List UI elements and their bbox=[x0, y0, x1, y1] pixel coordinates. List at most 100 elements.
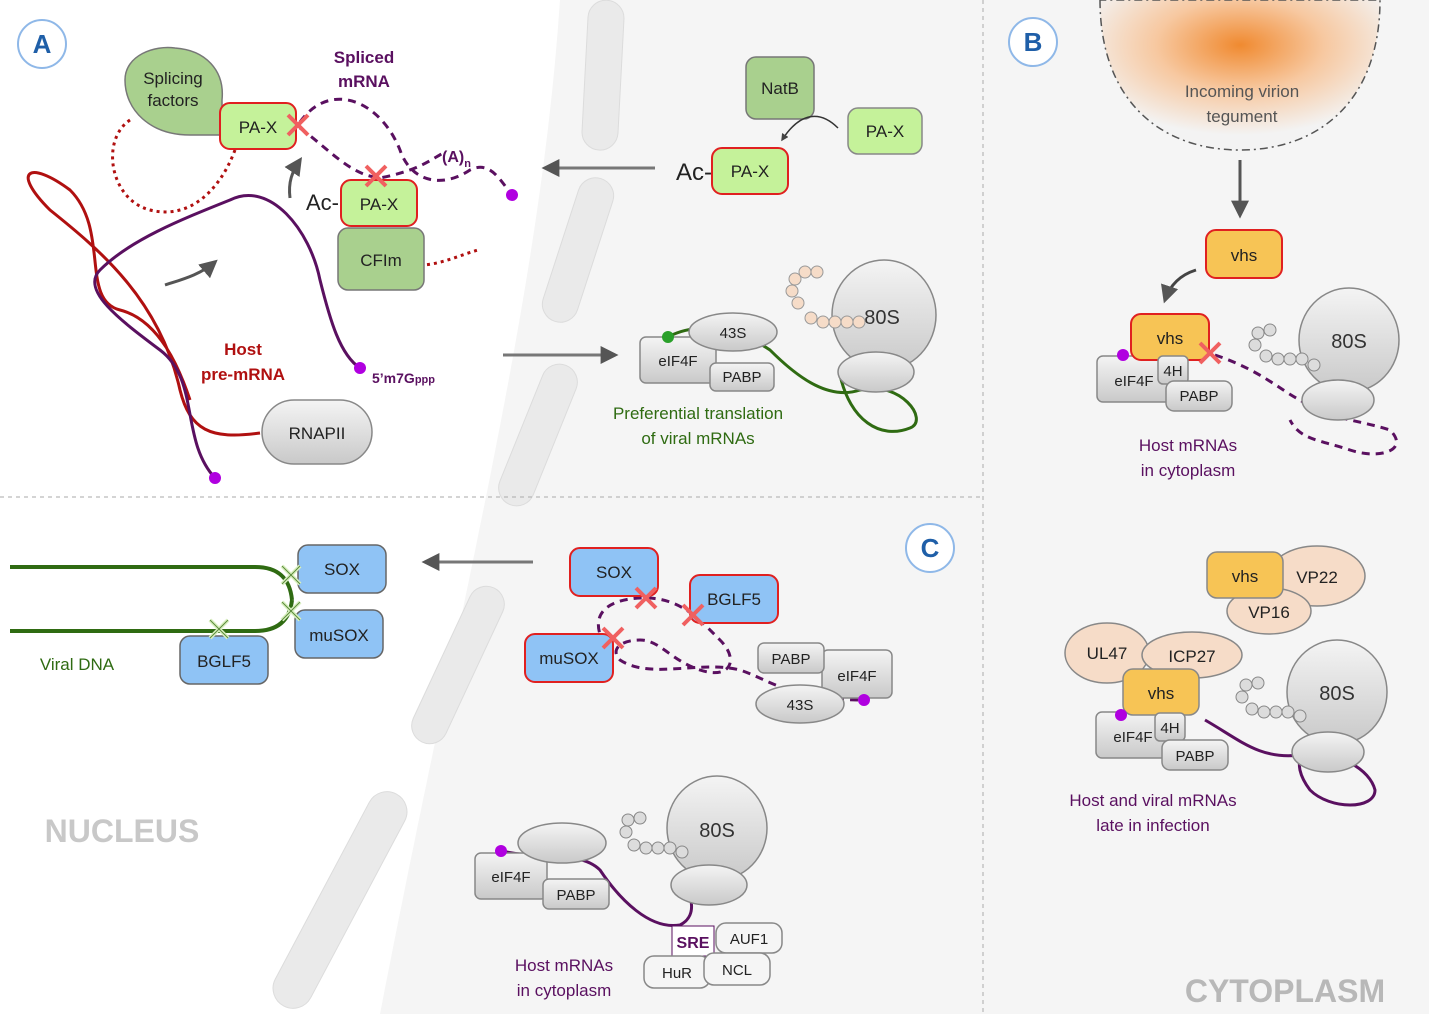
cap-dot-e bbox=[495, 845, 507, 857]
cleavage-x-icon-b bbox=[1198, 341, 1222, 365]
elf4f-label-e: eIF4F bbox=[491, 869, 530, 886]
panel-a-label: A bbox=[33, 29, 52, 59]
host-pre-mrna-red bbox=[26, 171, 261, 437]
ribosome-80s-a-label: 80S bbox=[864, 307, 900, 329]
cleavage-x-icon-2 bbox=[364, 164, 388, 188]
panel-c-badge: C bbox=[905, 523, 955, 573]
sre-box bbox=[671, 925, 715, 957]
cap-dot-green bbox=[662, 331, 674, 343]
cleavage-x-icons-c bbox=[601, 586, 705, 650]
musox-box-cyto bbox=[524, 633, 614, 683]
vhs-label-vp16: vhs bbox=[1232, 567, 1258, 586]
acetyl-label: Ac- bbox=[306, 190, 339, 215]
h4-label-b: 4H bbox=[1163, 363, 1182, 380]
acetyl-label-free: Ac- bbox=[676, 159, 712, 186]
host-pre-mrna-purple bbox=[93, 193, 361, 480]
late-infection-label-1: Host and viral mRNAs bbox=[1069, 791, 1236, 810]
elf4f-label-a: eIF4F bbox=[658, 353, 697, 370]
natb-box bbox=[745, 56, 815, 120]
cfim-box bbox=[337, 227, 425, 291]
rnapii-box bbox=[261, 399, 373, 465]
vhs-box-free bbox=[1205, 229, 1283, 279]
ncl-label: NCL bbox=[722, 962, 752, 979]
cap-label: 5’m7Gppp bbox=[372, 370, 435, 386]
pax-label-free: PA-X bbox=[866, 122, 904, 141]
host-mrna-b-dashed bbox=[1214, 353, 1398, 456]
vhs-label-free: vhs bbox=[1231, 246, 1257, 265]
pabp-box-e bbox=[542, 878, 610, 910]
s43-label-d: 43S bbox=[787, 697, 814, 714]
splice-loop-red-dotted bbox=[111, 118, 237, 214]
s43-label-a: 43S bbox=[720, 325, 747, 342]
viral-dna-top bbox=[10, 565, 294, 601]
bglf5-label-nucleus: BGLF5 bbox=[197, 652, 251, 671]
cap-dot-d bbox=[858, 694, 870, 706]
sox-box-cyto bbox=[569, 547, 659, 597]
acetylation-arrow bbox=[781, 115, 839, 142]
sre-label: SRE bbox=[677, 935, 710, 952]
pax-box-acetylated bbox=[711, 147, 789, 195]
preferential-translation-label-1: Preferential translation bbox=[613, 404, 783, 423]
incoming-virion bbox=[1099, 0, 1381, 151]
pabp-box-d bbox=[757, 642, 825, 674]
dna-x-icons-outline bbox=[209, 565, 301, 639]
ncl-box bbox=[703, 952, 771, 986]
elf4f-box-a bbox=[639, 336, 717, 384]
spliced-mrna-label-2: mRNA bbox=[338, 72, 390, 91]
ribosome-small-b bbox=[1301, 379, 1375, 421]
curved-arrow-up bbox=[284, 157, 302, 199]
nucleus-label: NUCLEUS bbox=[45, 813, 200, 849]
vhs-box-vp16 bbox=[1206, 551, 1284, 599]
pabp-label-a: PABP bbox=[723, 369, 762, 386]
pabp-label-d: PABP bbox=[772, 651, 811, 668]
pabp-label-c: PABP bbox=[1176, 748, 1215, 765]
panel-b-badge: B bbox=[1008, 17, 1058, 67]
spliced-mrna-label-1: Spliced bbox=[334, 48, 394, 67]
spliced-mrna-purple-dashed-2 bbox=[299, 126, 446, 180]
ribosome-80s-c-label: 80S bbox=[1319, 683, 1355, 705]
elf4f-label-c: eIF4F bbox=[1113, 729, 1152, 746]
virion-label-2: tegument bbox=[1207, 107, 1278, 126]
musox-label-cyto: muSOX bbox=[539, 649, 599, 668]
s43-d bbox=[755, 684, 845, 724]
host-mrna-c-dashed bbox=[596, 596, 866, 702]
vhs-curved-arrow bbox=[1161, 268, 1197, 304]
nascent-peptide-a bbox=[785, 265, 866, 329]
vhs-label-bound: vhs bbox=[1157, 329, 1183, 348]
s43-a bbox=[688, 312, 778, 352]
ribosome-80s-b-label: 80S bbox=[1331, 331, 1367, 353]
panel-b-label: B bbox=[1024, 27, 1043, 57]
nascent-peptide-d bbox=[619, 811, 689, 859]
vp16-label: VP16 bbox=[1248, 603, 1290, 622]
pabp-box-a bbox=[709, 362, 775, 392]
h4-label-c: 4H bbox=[1160, 720, 1179, 737]
icp27-label: ICP27 bbox=[1168, 647, 1215, 666]
musox-label-nucleus: muSOX bbox=[309, 626, 369, 645]
vp22-label: VP22 bbox=[1296, 568, 1338, 587]
vhs-label-late: vhs bbox=[1148, 684, 1174, 703]
pax-label-acetylated: PA-X bbox=[731, 162, 769, 181]
cap-dot-b bbox=[1117, 349, 1129, 361]
pabp-box-b bbox=[1165, 380, 1233, 412]
pax-box-free bbox=[847, 107, 923, 155]
late-infection-label-2: late in infection bbox=[1096, 816, 1209, 835]
cfim-label: CFIm bbox=[360, 251, 402, 270]
panel-a-badge: A bbox=[17, 19, 67, 69]
sox-label-nucleus: SOX bbox=[324, 560, 360, 579]
viral-dna-bottom bbox=[10, 599, 294, 633]
host-pre-mrna-label-1: Host bbox=[224, 340, 262, 359]
elf4f-box-e bbox=[474, 852, 548, 900]
curved-arrow-right bbox=[164, 259, 218, 287]
pabp-label-b: PABP bbox=[1180, 388, 1219, 405]
musox-box-nucleus bbox=[294, 609, 384, 659]
cleavage-x-icon bbox=[286, 113, 310, 137]
splicing-factors-label-1: Splicing bbox=[143, 69, 203, 88]
nascent-peptide-c bbox=[1235, 676, 1307, 723]
pabp-box-c bbox=[1161, 739, 1229, 771]
splicing-factors-label-2: factors bbox=[147, 91, 198, 110]
splicing-factors bbox=[124, 46, 223, 136]
polya-dot bbox=[506, 189, 518, 201]
ribosome-small-a bbox=[837, 351, 915, 393]
auf1-label: AUF1 bbox=[730, 931, 768, 948]
